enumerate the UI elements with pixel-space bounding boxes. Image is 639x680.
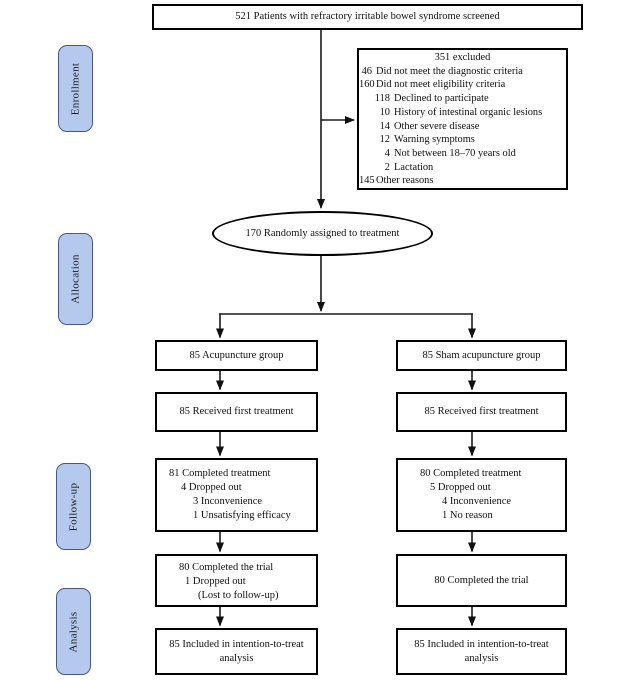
excluded-item: 2 Lactation [384,161,434,173]
excluded-item: 118 Declined to participate [374,93,489,105]
right-itt-analysis-box: 85 Included in intention-to-treat analys… [396,628,567,675]
stage-label-analysis: Analysis [56,588,91,675]
left-itt-analysis-text: 85 Included in intention-to-treat analys… [169,638,304,664]
stage-label-allocation-text: Allocation [69,254,82,304]
right-trial-text: 80 Completed the trial [434,574,529,586]
right-completed-treatment-box: 80 Completed treatment 5 Dropped out 4 I… [396,458,567,532]
randomized-ellipse-text: 170 Randomly assigned to treatment [245,227,400,239]
right-itt-analysis-text: 85 Included in intention-to-treat analys… [414,638,549,664]
right-completed-trial-box: 80 Completed the trial [396,554,567,607]
stage-label-enrollment: Enrollment [58,45,93,132]
excluded-title: 351 excluded [434,52,491,63]
right-first-treatment-text: 85 Received first treatment [424,406,539,417]
excluded-item: 4 Not between 18–70 years old [384,147,516,159]
excluded-box: 351 excluded 46 Did not meet the diagnos… [357,48,568,190]
right-dropped-line: 5 Dropped out [430,482,491,493]
stage-label-follow-up: Follow-up [56,463,91,550]
excluded-item: 145 Other reasons [359,175,434,187]
excluded-item: 12 Warning symptoms [379,134,475,146]
left-trial-reason-line: (Lost to follow-up) [198,590,279,601]
screened-box: 521 Patients with refractory irritable b… [152,4,583,30]
stage-label-enrollment-text: Enrollment [69,62,82,115]
screened-box-text: 521 Patients with refractory irritable b… [235,11,500,22]
right-completed-line: 80 Completed treatment [420,468,522,479]
randomized-ellipse: 170 Randomly assigned to treatment [212,211,433,256]
left-trial-line: 80 Completed the trial [179,562,274,573]
right-first-treatment-box: 85 Received first treatment [396,392,567,432]
left-first-treatment-text: 85 Received first treatment [179,406,294,417]
left-first-treatment-box: 85 Received first treatment [155,392,318,432]
left-completed-trial-box: 80 Completed the trial 1 Dropped out (Lo… [155,554,318,607]
left-reason-line: 3 Inconvenience [193,496,263,507]
sham-acupuncture-group-box: 85 Sham acupuncture group [396,340,567,371]
sham-acupuncture-group-text: 85 Sham acupuncture group [422,349,541,361]
stage-label-follow-up-text: Follow-up [67,482,80,531]
excluded-item: 46 Did not meet the diagnostic criteria [361,65,523,77]
stage-label-allocation: Allocation [58,233,93,325]
left-completed-treatment-box: 81 Completed treatment 4 Dropped out 3 I… [155,458,318,532]
right-reason-line: 1 No reason [442,510,493,521]
stage-label-analysis-text: Analysis [67,611,80,652]
acupuncture-group-box: 85 Acupuncture group [155,340,318,371]
excluded-item: 10 History of intestinal organic lesions [379,106,543,118]
left-trial-dropped-line: 1 Dropped out [185,576,246,587]
left-reason-line: 1 Unsatisfying efficacy [193,510,291,521]
left-itt-analysis-box: 85 Included in intention-to-treat analys… [155,628,318,675]
excluded-item: 14 Other severe disease [379,120,480,132]
left-dropped-line: 4 Dropped out [181,482,242,493]
right-reason-line: 4 Inconvenience [442,496,512,507]
acupuncture-group-text: 85 Acupuncture group [189,349,284,361]
excluded-item: 160 Did not meet eligibility criteria [359,79,506,91]
left-completed-line: 81 Completed treatment [169,468,271,479]
